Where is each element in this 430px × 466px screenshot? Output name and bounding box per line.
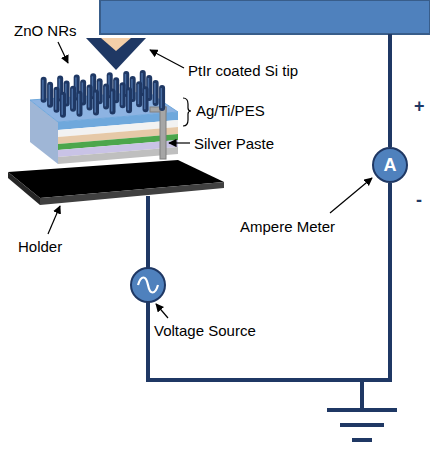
circuit-wire	[146, 34, 392, 410]
nanorods	[41, 70, 165, 118]
holder-edge	[8, 172, 40, 205]
tip-coating	[101, 38, 131, 51]
part-label: Ampere Meter	[240, 218, 335, 235]
part-label: ZnO NRs	[14, 22, 77, 39]
holder-edge	[40, 182, 224, 205]
silver-paste	[150, 107, 166, 159]
part-label: Voltage Source	[154, 322, 256, 339]
polarity-sign: -	[416, 190, 422, 211]
ac-symbol	[138, 278, 158, 293]
leader-arrow	[48, 42, 372, 318]
afm-cantilever-bar	[100, 0, 430, 34]
part-label: PtIr coated Si tip	[188, 62, 298, 79]
layer-bracket	[183, 98, 191, 126]
meter-symbol: A	[384, 156, 397, 174]
ammeter-circle: A	[372, 147, 408, 183]
afm-tip	[86, 38, 146, 70]
part-label: Ag/Ti/PES	[196, 102, 265, 119]
part-label: Silver Paste	[194, 135, 274, 152]
polarity-sign: +	[414, 96, 425, 117]
voltage-source-symbol	[131, 268, 165, 302]
ground-symbol	[327, 410, 397, 440]
part-label: Holder	[18, 238, 62, 255]
